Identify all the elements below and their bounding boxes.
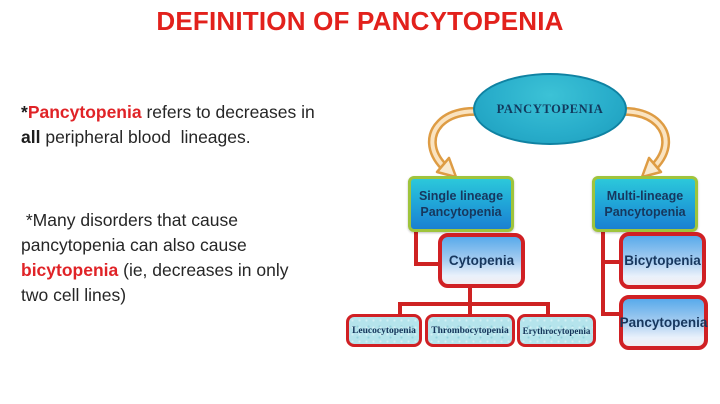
single-lineage-label-line2: Pancytopenia (420, 205, 502, 219)
connector-to-pancytopenia (601, 312, 621, 316)
bicytopenia-label: Bicytopenia (624, 253, 701, 268)
erythrocytopenia-label: Erythrocytopenia (522, 325, 591, 336)
definition-text-2: peripheral blood lineages. (40, 127, 251, 147)
definition-paragraph: *Pancytopenia refers to decreases in all… (21, 100, 366, 150)
node-cytopenia: Cytopenia (438, 233, 525, 288)
connector-cytopenia-down (468, 286, 472, 306)
connector-to-bicytopenia (601, 260, 621, 264)
connector-leaf-right-stub (546, 302, 550, 316)
thrombocytopenia-label: Thrombocytopenia (431, 325, 509, 336)
node-single-lineage-pancytopenia: Single lineage Pancytopenia (408, 176, 514, 232)
bicytopenia-line-4: two cell lines) (21, 285, 127, 305)
bicytopenia-line-1: *Many disorders that cause (21, 210, 238, 230)
all-emphasis: all (21, 127, 41, 147)
definition-line-1: *Pancytopenia refers to decreases in (21, 100, 366, 125)
bicytopenia-paragraph: *Many disorders that cause pancytopenia … (21, 208, 366, 308)
bicytopenia-text: (ie, decreases in only (118, 260, 289, 280)
connector-leaf-left-stub (398, 302, 402, 316)
node-bicytopenia: Bicytopenia (619, 232, 706, 289)
asterisk: * (21, 102, 28, 122)
cytopenia-label: Cytopenia (448, 253, 515, 268)
leucocytopenia-label: Leucocytopenia (352, 325, 416, 336)
pancytopenia-keyword: Pancytopenia (27, 102, 142, 122)
connector-leaves-bar (398, 302, 550, 306)
pancytopenia-leaf-label: Pancytopenia (619, 315, 708, 330)
node-leucocytopenia: Leucocytopenia (346, 314, 422, 347)
connector-single-to-cytopenia (414, 262, 440, 266)
multi-lineage-label-line2: Pancytopenia (604, 205, 686, 219)
root-node-label: PANCYTOPENIA (496, 101, 604, 116)
root-node-pancytopenia: PANCYTOPENIA (473, 73, 627, 145)
node-thrombocytopenia: Thrombocytopenia (425, 314, 515, 347)
single-lineage-label-line1: Single lineage (418, 188, 504, 203)
connector-multi-down (601, 230, 605, 316)
connector-single-down (414, 230, 418, 266)
definition-line-2: all peripheral blood lineages. (21, 125, 366, 150)
bicytopenia-line-3: bicytopenia (ie, decreases in only (21, 258, 366, 283)
node-erythrocytopenia: Erythrocytopenia (517, 314, 596, 347)
definition-text: refers to decreases in (141, 102, 315, 122)
multi-lineage-label-line1: Multi-lineage (606, 188, 684, 203)
slide-title: DEFINITION OF PANCYTOPENIA (156, 6, 564, 36)
bicytopenia-keyword: bicytopenia (21, 260, 119, 280)
node-multi-lineage-pancytopenia: Multi-lineage Pancytopenia (592, 176, 698, 232)
connector-leaf-center-stub (468, 302, 472, 316)
bicytopenia-line-2: pancytopenia can also cause (21, 235, 247, 255)
node-pancytopenia-leaf: Pancytopenia (619, 295, 708, 350)
